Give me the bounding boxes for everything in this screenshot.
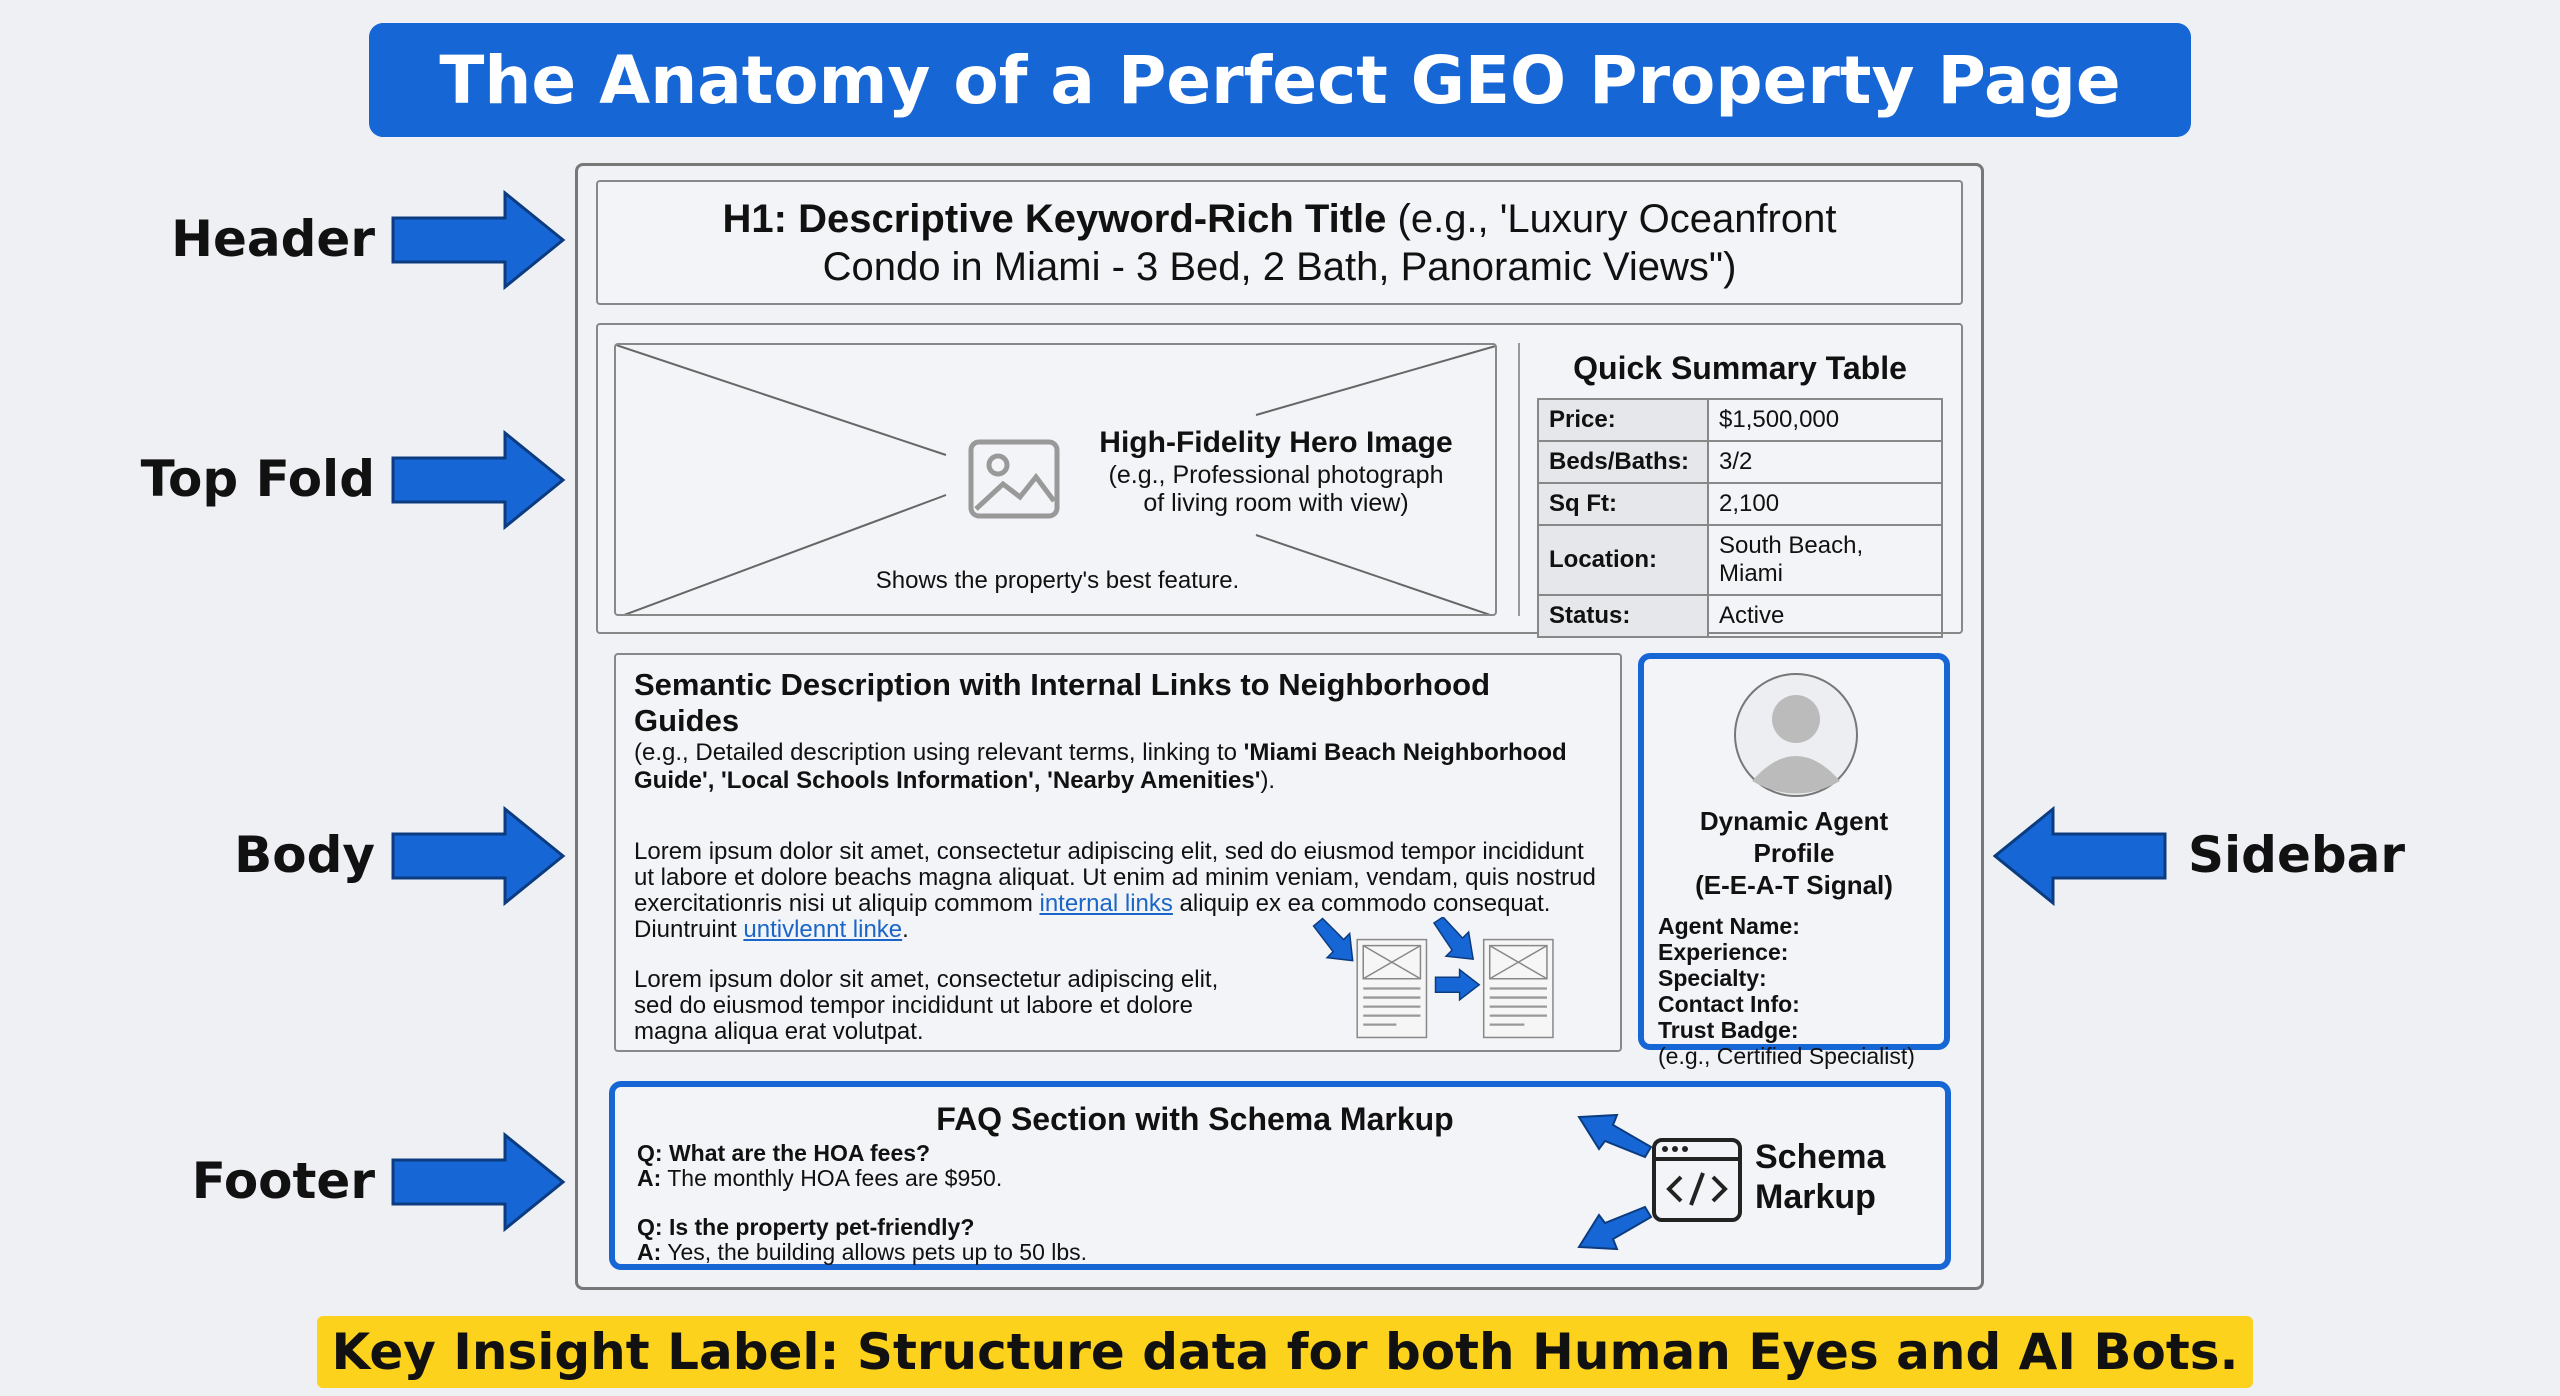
summary-row: Beds/Baths:3/2 xyxy=(1537,440,1943,484)
linked-pages-icon xyxy=(1312,917,1554,1039)
internal-link[interactable]: untivlennt linke xyxy=(743,916,903,943)
avatar-icon xyxy=(1734,673,1858,797)
header-section: H1: Descriptive Keyword-Rich Title (e.g.… xyxy=(596,180,1963,305)
hero-caption: Shows the property's best feature. xyxy=(875,567,1240,594)
summary-key: Sq Ft: xyxy=(1537,482,1709,526)
summary-value: $1,500,000 xyxy=(1707,398,1943,442)
hero-image-placeholder: High-Fidelity Hero Image (e.g., Professi… xyxy=(614,343,1497,616)
hero-subtitle-2: of living room with view) xyxy=(1143,489,1409,517)
body-title: Semantic Description with Internal Links… xyxy=(634,667,1491,738)
summary-value: 2,100 xyxy=(1707,482,1943,526)
hero-subtitle: (e.g., Professional photograph xyxy=(1108,461,1444,489)
arrow-right-icon xyxy=(391,805,566,907)
agent-field: Experience: xyxy=(1658,939,1789,965)
faq-answer: A: Yes, the building allows pets up to 5… xyxy=(637,1239,1088,1265)
faq-answer: A: The monthly HOA fees are $950. xyxy=(637,1165,1003,1191)
agent-field: Agent Name: xyxy=(1658,913,1800,939)
body-section: Semantic Description with Internal Links… xyxy=(614,653,1622,1052)
faq-item: Q: What are the HOA fees?A: The monthly … xyxy=(637,1141,1923,1191)
faq-title: FAQ Section with Schema Markup xyxy=(936,1101,1454,1137)
arrow-right-icon xyxy=(391,429,566,531)
image-icon xyxy=(968,439,1060,519)
divider xyxy=(1518,343,1520,616)
summary-row: Location:South Beach, Miami xyxy=(1537,524,1943,596)
arrow-right-icon xyxy=(391,1131,566,1233)
agent-profile-sidebar: Dynamic Agent Profile(E-E-A-T Signal) Ag… xyxy=(1638,653,1950,1069)
arrow-right-icon xyxy=(391,189,566,291)
summary-value: South Beach, Miami xyxy=(1707,524,1943,596)
h1-label: H1: Descriptive Keyword-Rich Title xyxy=(722,196,1387,241)
agent-profile-title: Dynamic Agent Profile(E-E-A-T Signal) xyxy=(1695,806,1893,900)
arrows-to-schema xyxy=(1577,1113,1653,1251)
summary-key: Location: xyxy=(1537,524,1709,596)
agent-field: Trust Badge: xyxy=(1658,1017,1799,1043)
summary-row: Price:$1,500,000 xyxy=(1537,398,1943,442)
summary-row: Sq Ft:2,100 xyxy=(1537,482,1943,526)
summary-row: Status:Active xyxy=(1537,594,1943,638)
hero-title: High-Fidelity Hero Image xyxy=(1099,426,1453,459)
h1-example-line2: Condo in Miami - 3 Bed, 2 Bath, Panorami… xyxy=(822,244,1737,289)
faq-question: Q: Is the property pet-friendly? xyxy=(637,1214,975,1240)
summary-key: Price: xyxy=(1537,398,1709,442)
page-title: The Anatomy of a Perfect GEO Property Pa… xyxy=(369,23,2191,137)
agent-example: (e.g., Certified Specialist) xyxy=(1658,1043,1915,1069)
summary-value: 3/2 xyxy=(1707,440,1943,484)
faq-item: Q: Is the property pet-friendly?A: Yes, … xyxy=(637,1215,1923,1265)
agent-field: Specialty: xyxy=(1658,965,1767,991)
arrow-left-icon xyxy=(1992,805,2167,907)
key-insight-label: Key Insight Label: Structure data for bo… xyxy=(317,1316,2253,1388)
faq-section: FAQ Section with Schema Markup Q: What a… xyxy=(609,1081,1951,1270)
label-body: Body xyxy=(234,826,375,884)
label-header: Header xyxy=(171,210,375,268)
label-sidebar: Sidebar xyxy=(2188,826,2406,884)
internal-link[interactable]: internal links xyxy=(1039,890,1173,917)
h1-example: (e.g., 'Luxury Oceanfront xyxy=(1386,196,1837,241)
body-paragraph: Lorem ipsum dolor sit amet, consectetur … xyxy=(634,838,1596,943)
body-description: (e.g., Detailed description using releva… xyxy=(634,739,1567,794)
agent-field: Contact Info: xyxy=(1658,991,1800,1017)
code-icon xyxy=(1652,1138,1742,1222)
faq-question: Q: What are the HOA fees? xyxy=(637,1140,931,1166)
body-paragraph-2: Lorem ipsum dolor sit amet, consectetur … xyxy=(634,966,1219,1045)
summary-key: Status: xyxy=(1537,594,1709,638)
label-top-fold: Top Fold xyxy=(140,450,375,508)
label-footer: Footer xyxy=(191,1152,375,1210)
summary-key: Beds/Baths: xyxy=(1537,440,1709,484)
summary-title: Quick Summary Table xyxy=(1573,350,1907,386)
summary-value: Active xyxy=(1707,594,1943,638)
